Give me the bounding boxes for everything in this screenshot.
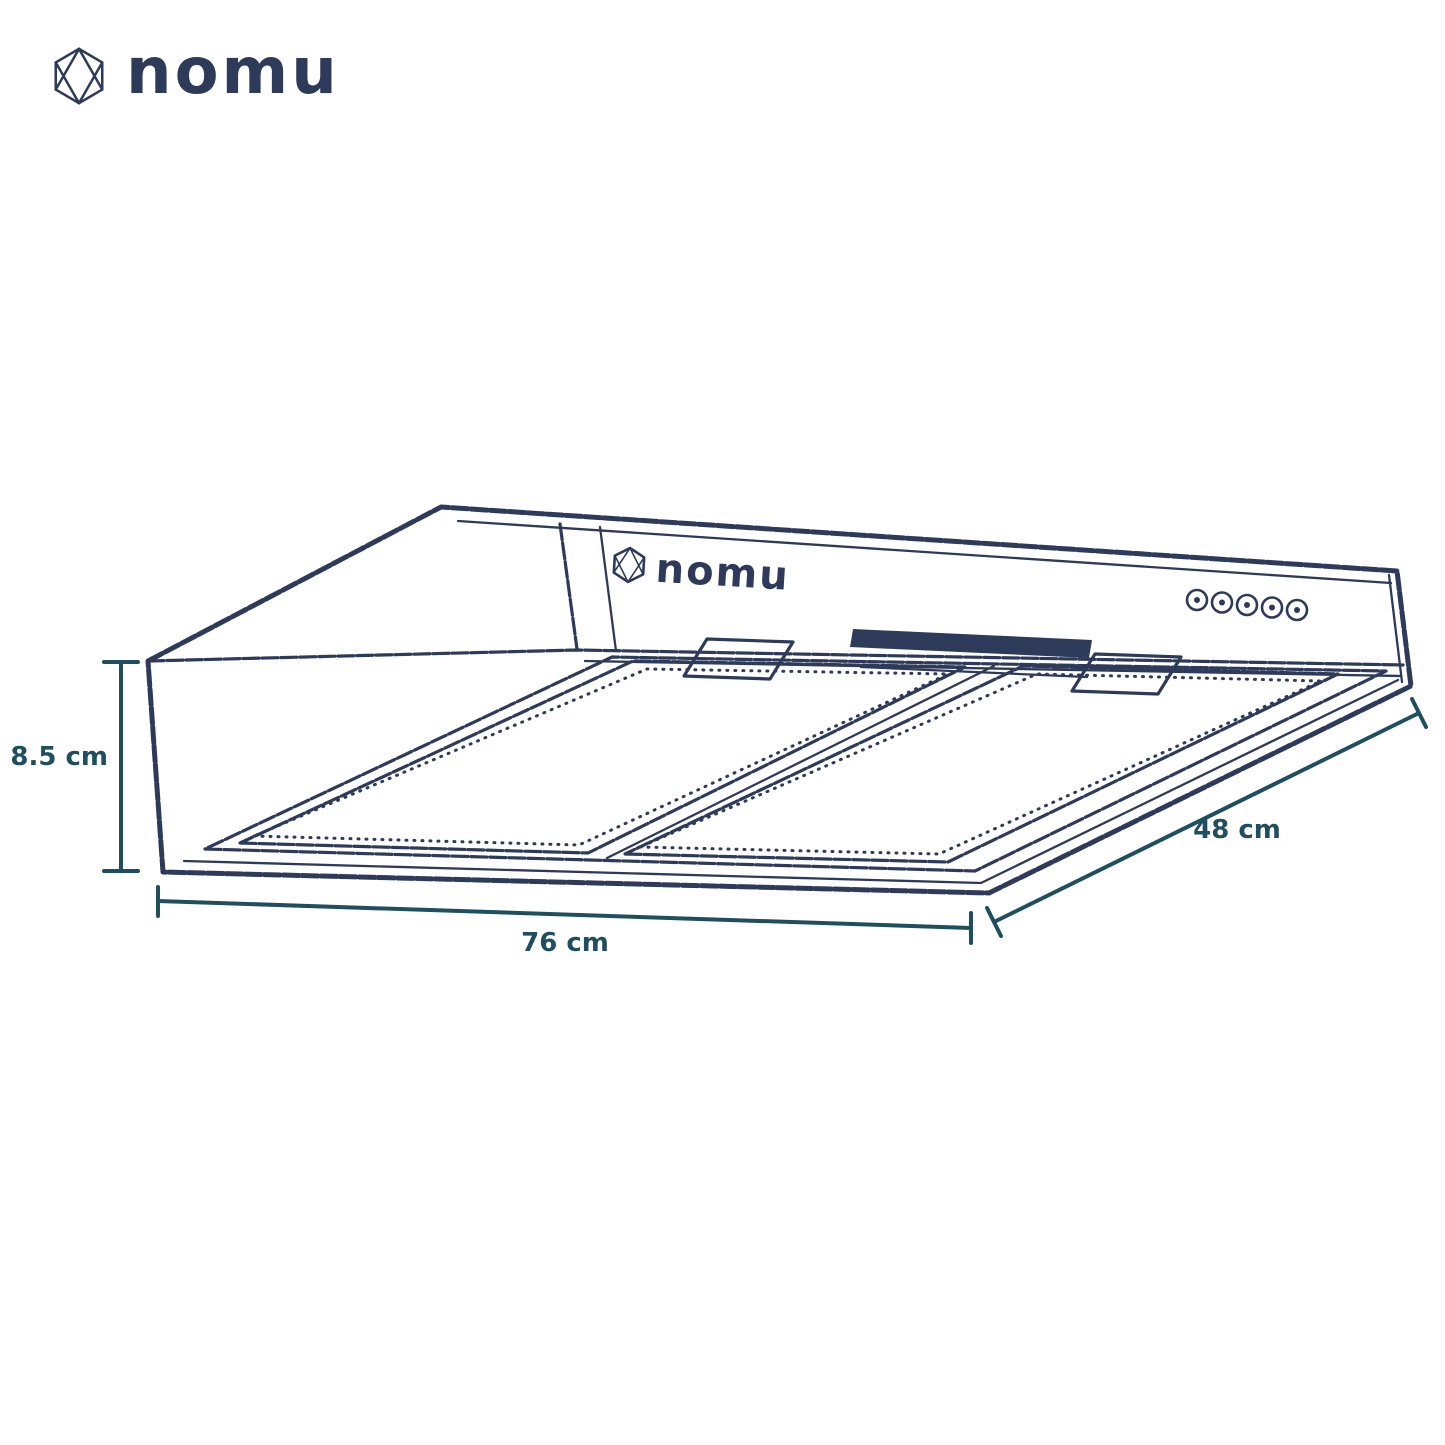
hood-logo-text: nomu [654,546,791,600]
height-dimension-label: 8.5 cm [10,742,108,772]
hood-logo-hexagon-icon [612,546,646,584]
depth-dimension-label: 48 cm [1193,815,1281,845]
width-dimension-line [156,885,973,945]
fascia-bottom-edge [146,648,1405,667]
brand-wordmark: nomu [126,35,340,109]
depth-dimension: 48 cm [985,697,1428,938]
filter-divider-rail [605,664,996,860]
hood-logo: nomu [612,546,791,600]
control-buttons [1185,588,1309,622]
hood-outline [145,504,1414,896]
height-dimension-line [102,660,140,873]
brand-hexagon-icon [54,47,104,105]
grease-filter-left [238,637,967,855]
brand-logo: nomu [48,40,340,112]
width-dimension-label: 76 cm [521,928,609,958]
underside-frame [182,655,1400,885]
depth-dimension-line [985,697,1428,938]
filter-tab-left [682,637,795,681]
vent-slot [850,629,1092,679]
width-dimension: 76 cm [156,885,973,958]
grease-filter-right [623,652,1340,864]
filter-tab-right [1070,652,1183,696]
height-dimension: 8.5 cm [10,660,140,873]
